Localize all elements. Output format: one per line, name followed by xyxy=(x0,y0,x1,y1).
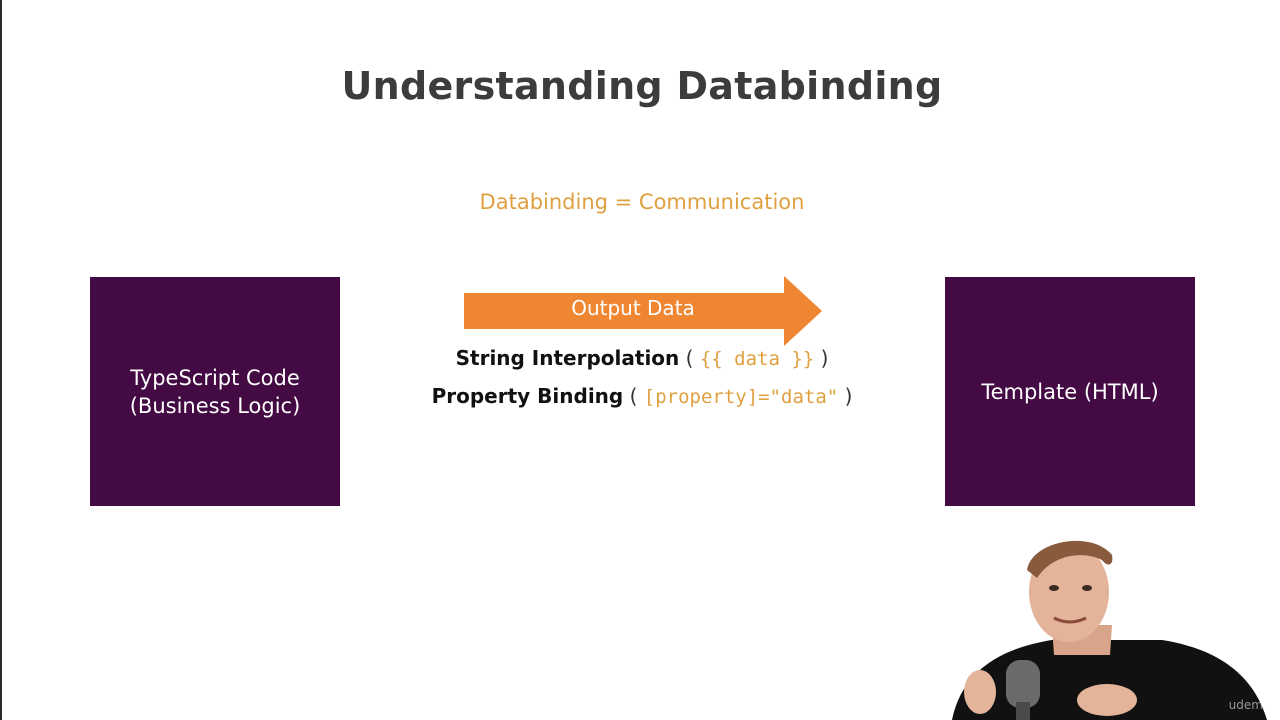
presenter-image xyxy=(932,530,1280,720)
template-html-label: Template (HTML) xyxy=(981,379,1159,404)
string-interpolation-syntax: {{ data }} xyxy=(699,348,815,370)
property-binding-close-paren: ) xyxy=(844,384,853,408)
property-binding-line: Property Binding ( [property]="data" ) xyxy=(382,384,902,408)
template-html-box: Template (HTML) xyxy=(945,277,1195,506)
presenter-video-overlay: udemy xyxy=(932,530,1280,720)
property-binding-syntax: [property]="data" xyxy=(643,386,839,408)
string-interpolation-line: String Interpolation ( {{ data }} ) xyxy=(382,346,902,370)
slide-subtitle: Databinding = Communication xyxy=(479,190,805,214)
template-html-box-text: Template (HTML) xyxy=(981,378,1158,406)
string-interpolation-name: String Interpolation xyxy=(455,346,680,370)
property-binding-name: Property Binding xyxy=(431,384,624,408)
udemy-watermark: udemy xyxy=(1228,698,1270,712)
business-logic-label: (Business Logic) xyxy=(129,393,301,418)
string-interpolation-open-paren: ( xyxy=(685,346,694,370)
output-data-label: Output Data xyxy=(571,296,695,320)
property-binding-open-paren: ( xyxy=(629,384,638,408)
slide-title: Understanding Databinding xyxy=(341,64,943,108)
output-data-arrow-icon xyxy=(464,276,822,346)
typescript-code-box: TypeScript Code (Business Logic) xyxy=(90,277,340,506)
typescript-code-box-text: TypeScript Code (Business Logic) xyxy=(130,364,301,420)
typescript-code-label: TypeScript Code xyxy=(130,365,300,390)
string-interpolation-close-paren: ) xyxy=(820,346,829,370)
